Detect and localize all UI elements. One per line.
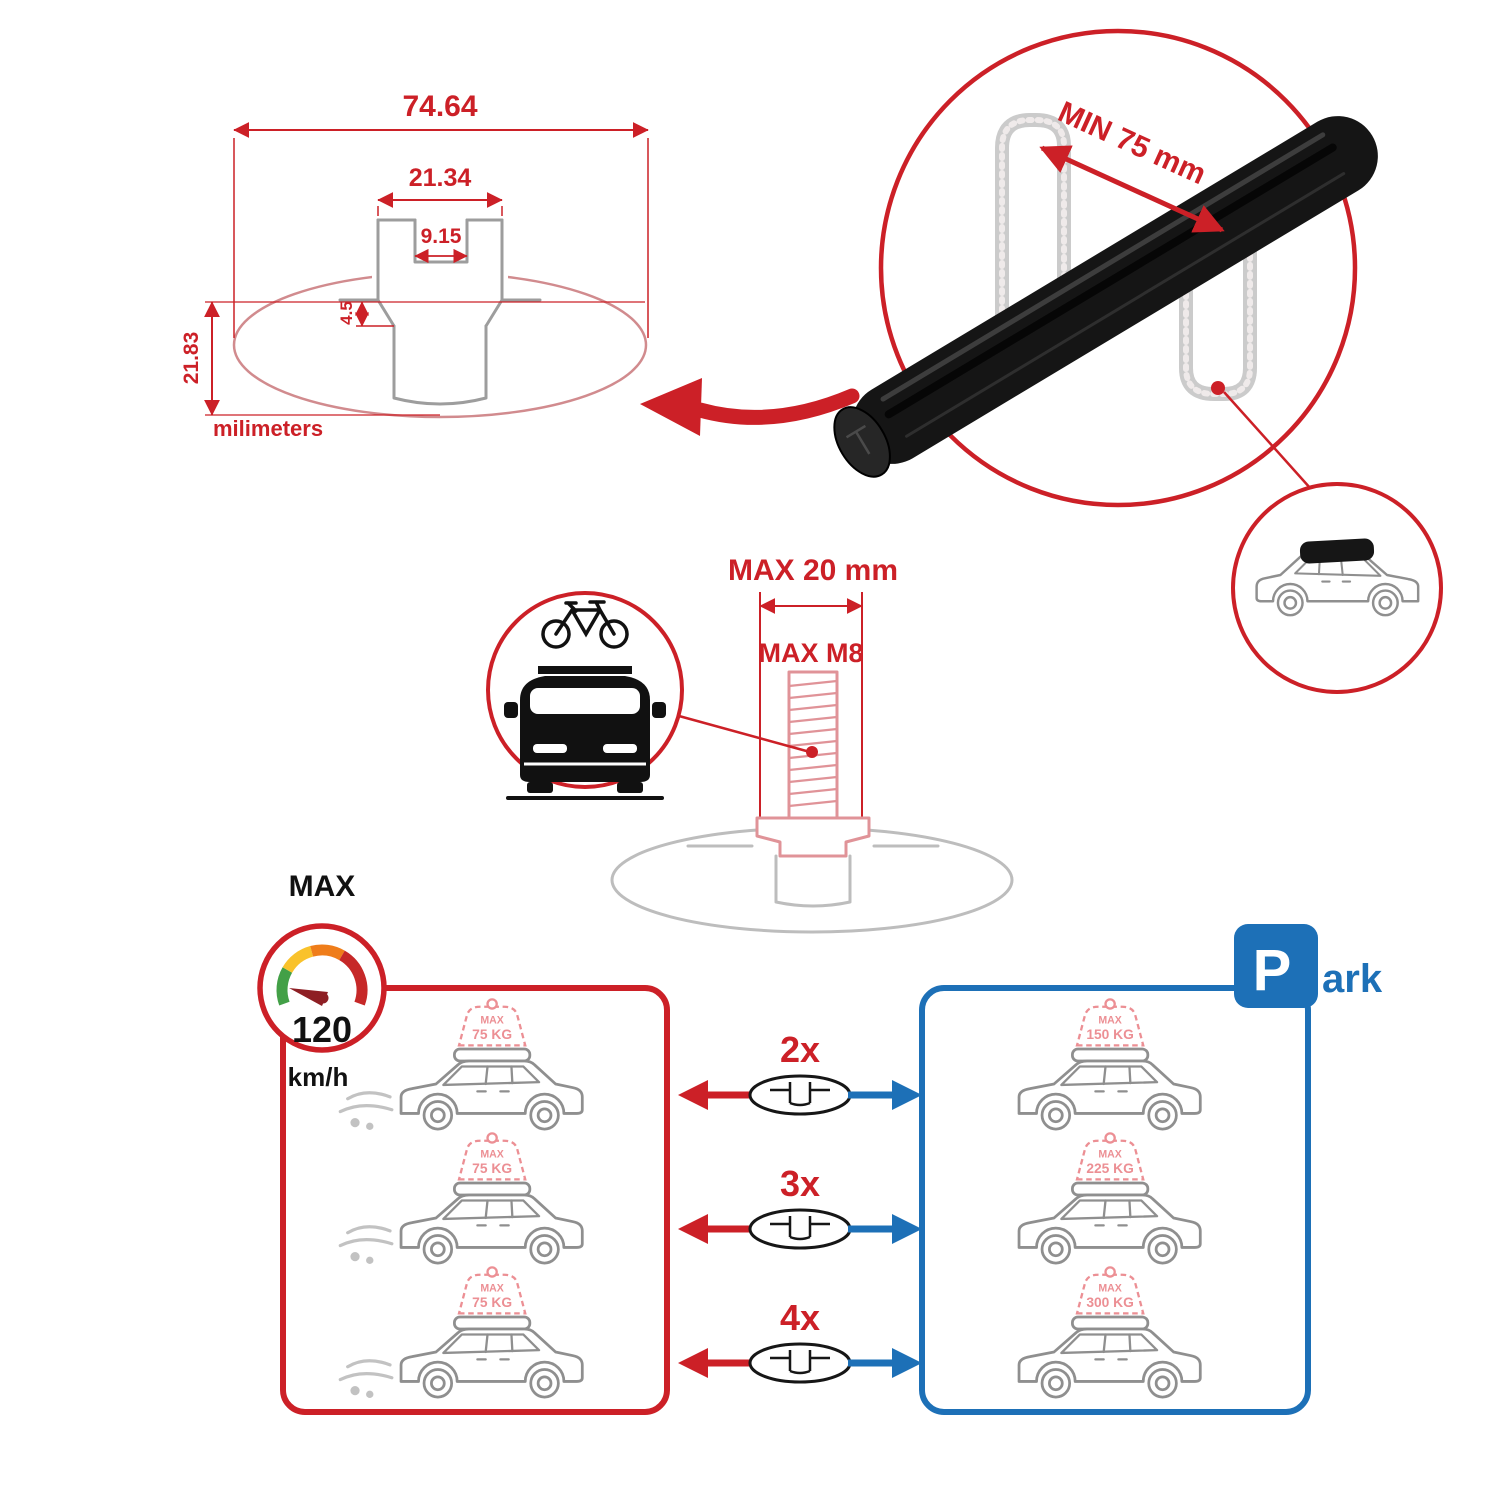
callout-line	[678, 714, 811, 754]
speed-unit: km/h	[288, 1062, 349, 1092]
tag-load-value: 75 KG	[472, 1161, 512, 1176]
tag-load-value: 150 KG	[1086, 1027, 1134, 1042]
tag-loop	[1104, 1132, 1116, 1144]
left-arrowhead	[678, 1080, 708, 1110]
left-arrowhead	[678, 1348, 708, 1378]
park-sign: P ark	[1234, 924, 1383, 1008]
dim-total-height: 21.83	[180, 332, 203, 385]
suv-roofbox-scene	[1255, 538, 1420, 617]
motion-lines	[338, 1091, 394, 1132]
crossbar-section-icon	[748, 1208, 852, 1250]
tag-max-label: MAX	[480, 1148, 504, 1160]
crossbar-section-icon	[748, 1342, 852, 1384]
roof-load-tag	[457, 1139, 527, 1181]
roof-load-tag	[1075, 1005, 1145, 1047]
tag-max-label: MAX	[1098, 1148, 1122, 1160]
tag-max-label: MAX	[1098, 1014, 1122, 1026]
roof-box-icon	[1299, 538, 1375, 564]
right-arrowhead	[892, 1214, 922, 1244]
tag-max-label: MAX	[480, 1282, 504, 1294]
driving-car-row-2: MAX 75 KG	[338, 1132, 584, 1266]
qty-label: 2x	[780, 1029, 820, 1070]
dim-total-width: 74.64	[402, 90, 477, 123]
park-sign-p: P	[1253, 938, 1292, 1003]
suv-side-icon	[399, 1181, 584, 1265]
profile-dimension-diagram: 74.64 21.34 9.15 21.83 4.5 milimeters	[180, 90, 649, 441]
pointer-arrow-to-diagram	[640, 378, 860, 436]
qty-row-3: 4x	[678, 1297, 922, 1384]
slot-profile-channel	[686, 844, 940, 908]
suv-side-icon	[1017, 1315, 1202, 1399]
roof-load-tag	[1075, 1139, 1145, 1181]
motion-lines	[338, 1225, 394, 1266]
tag-max-label: MAX	[1098, 1282, 1122, 1294]
callout-dot	[806, 746, 818, 758]
suv-side-icon	[1017, 1047, 1202, 1131]
left-arrowhead	[678, 1214, 708, 1244]
bar-detail-section: MIN 75 mm	[640, 28, 1443, 694]
suv-side-icon	[399, 1315, 584, 1399]
tag-load-value: 75 KG	[472, 1027, 512, 1042]
tag-load-value: 225 KG	[1086, 1161, 1134, 1176]
t-slot-channel	[338, 218, 542, 406]
roof-load-tag	[457, 1273, 527, 1315]
max-thread-label: MAX M8	[758, 638, 863, 668]
driving-car-row-3: MAX 75 KG	[338, 1266, 584, 1400]
driving-box	[280, 985, 670, 1415]
qty-row-1: 2x	[678, 1029, 922, 1116]
speedometer-icon: 120	[257, 923, 387, 1053]
dim-slot-width: 9.15	[421, 225, 462, 248]
parked-box	[919, 985, 1311, 1415]
bolt-diagram-section: MAX 20 mm MAX M8	[486, 554, 1014, 934]
tag-load-value: 300 KG	[1086, 1295, 1134, 1310]
tag-loop	[1104, 998, 1116, 1010]
load-comparison-section: MAX 120 km/h P ark MAX 75 KG	[257, 870, 1383, 1415]
roof-load-tag	[1075, 1273, 1145, 1315]
tag-loop	[1104, 1266, 1116, 1278]
qty-label: 4x	[780, 1297, 820, 1338]
qty-row-2: 3x	[678, 1163, 922, 1250]
crossbar-section-icon	[748, 1074, 852, 1116]
min-span-arrow	[1039, 145, 1225, 233]
parked-car-row-2: MAX 225 KG	[1017, 1132, 1202, 1265]
t-bolt-icon	[755, 670, 871, 858]
right-arrowhead	[892, 1348, 922, 1378]
dim-slot-depth: 4.5	[337, 301, 356, 325]
parked-car-row-1: MAX 150 KG	[1017, 998, 1202, 1131]
max-width-label: MAX 20 mm	[728, 554, 898, 587]
tag-loop	[486, 1132, 498, 1144]
driving-car-row-1: MAX 75 KG	[338, 998, 584, 1132]
dim-channel-width: 21.34	[409, 164, 472, 192]
bike-icon	[541, 600, 629, 649]
callout-dot	[1211, 381, 1225, 395]
tag-loop	[486, 998, 498, 1010]
suv-side-icon	[1017, 1181, 1202, 1265]
tag-max-label: MAX	[480, 1014, 504, 1026]
speed-value: 120	[292, 1009, 352, 1050]
suv-side-icon	[399, 1047, 584, 1131]
qty-label: 3x	[780, 1163, 820, 1204]
crossbar-render	[833, 116, 1378, 478]
roof-load-tag	[457, 1005, 527, 1047]
unit-label: milimeters	[213, 416, 323, 441]
speed-max-label: MAX	[289, 870, 356, 903]
motion-lines	[338, 1359, 394, 1400]
park-sign-ark: ark	[1322, 957, 1383, 1001]
parked-car-row-3: MAX 300 KG	[1017, 1266, 1202, 1399]
car-front-icon	[504, 666, 666, 800]
profile-mask	[372, 226, 508, 302]
tag-loop	[486, 1266, 498, 1278]
right-arrowhead	[892, 1080, 922, 1110]
tag-load-value: 75 KG	[472, 1295, 512, 1310]
